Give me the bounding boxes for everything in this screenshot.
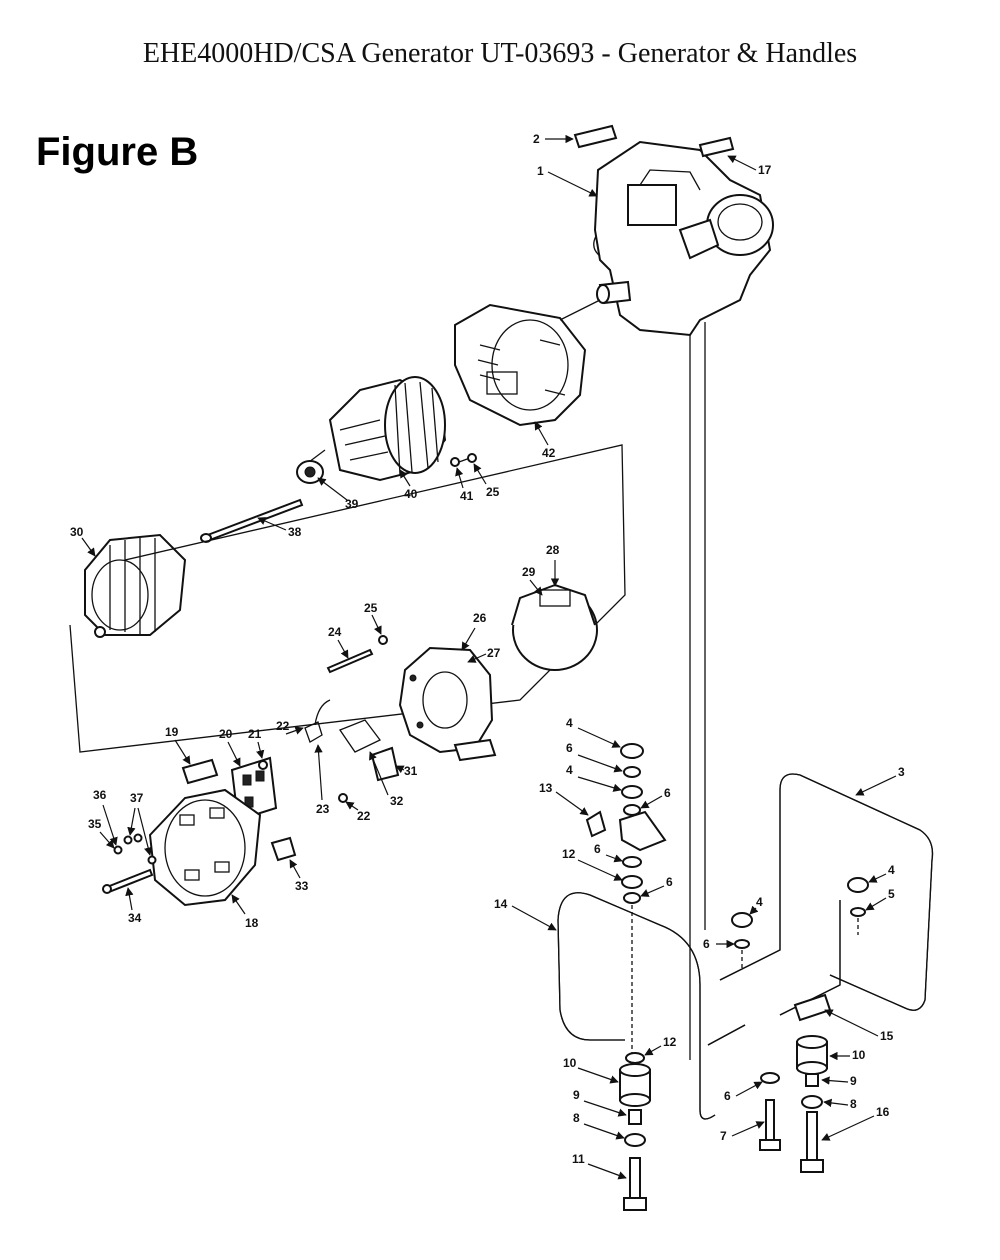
callout-22b: 22 [357, 809, 371, 823]
callout-4c: 4 [888, 863, 895, 877]
brush-bracket-32 [339, 719, 381, 753]
through-bolt-38 [200, 498, 304, 543]
callout-24: 24 [328, 625, 342, 639]
callout-1: 1 [537, 164, 544, 178]
stator-30 [84, 533, 187, 638]
callout-10a: 10 [563, 1056, 577, 1070]
callout-4a: 4 [566, 716, 573, 730]
callout-31: 31 [404, 764, 418, 778]
callout-6f: 6 [724, 1089, 731, 1103]
mount-lower-left [619, 1052, 651, 1211]
washer-25-lower [378, 635, 388, 645]
mount-lower-right [796, 1035, 828, 1173]
callout-35: 35 [88, 817, 102, 831]
callout-9b: 9 [850, 1074, 857, 1088]
band-28 [511, 583, 598, 671]
wire-22-23 [304, 699, 348, 803]
callout-25b: 25 [364, 601, 378, 615]
callout-16: 16 [876, 1105, 890, 1119]
callout-37: 37 [130, 791, 144, 805]
mount-stack-upper [585, 743, 667, 1070]
callout-6a: 6 [566, 741, 573, 755]
callout-27: 27 [487, 646, 501, 660]
callout-9a: 9 [573, 1088, 580, 1102]
callout-4b: 4 [566, 763, 573, 777]
callout-28: 28 [546, 543, 560, 557]
callout-3: 3 [898, 765, 905, 779]
callout-29: 29 [522, 565, 536, 579]
callout-6e: 6 [703, 937, 710, 951]
handle-hardware-right [731, 877, 869, 970]
screw-24 [326, 648, 374, 674]
callout-4d: 4 [756, 895, 763, 909]
rotor-40 [304, 376, 447, 482]
bolt-7-washer-6 [759, 1072, 781, 1151]
bearing-39 [296, 460, 324, 484]
callout-19: 19 [165, 725, 179, 739]
callout-17: 17 [758, 163, 772, 177]
callout-labels: 2 1 17 42 40 39 41 25 38 30 28 29 25 24 … [70, 132, 905, 1180]
callout-40: 40 [404, 487, 418, 501]
label-19 [181, 758, 219, 785]
callout-23: 23 [316, 802, 330, 816]
callout-8a: 8 [573, 1111, 580, 1125]
callout-26: 26 [473, 611, 487, 625]
callout-5: 5 [888, 887, 895, 901]
callout-11: 11 [572, 1152, 585, 1166]
adapter-housing-42 [454, 299, 601, 427]
endcap-18 [148, 788, 262, 907]
callout-34: 34 [128, 911, 142, 925]
callout-32: 32 [390, 794, 404, 808]
callout-13: 13 [539, 781, 553, 795]
engine-assembly [593, 140, 774, 1060]
callout-12a: 12 [562, 847, 576, 861]
handle-3 [719, 773, 934, 1022]
callout-14: 14 [494, 897, 508, 911]
callout-42: 42 [542, 446, 556, 460]
callout-6c: 6 [594, 842, 601, 856]
screw-35-36-37 [113, 833, 157, 865]
callout-22a: 22 [276, 719, 290, 733]
callout-6b: 6 [664, 786, 671, 800]
callout-7: 7 [720, 1129, 727, 1143]
callout-18: 18 [245, 916, 259, 930]
clamp-33 [270, 836, 297, 862]
callout-12b: 12 [663, 1035, 677, 1049]
brush-holder-31 [370, 746, 400, 782]
callout-36: 36 [93, 788, 107, 802]
bolt-34 [102, 868, 154, 894]
callout-25: 25 [486, 485, 500, 499]
callout-6d: 6 [666, 875, 673, 889]
callout-2: 2 [533, 132, 540, 146]
handle-14 [557, 892, 746, 1120]
decal-17 [698, 136, 735, 158]
callout-41: 41 [460, 489, 474, 503]
callout-39: 39 [345, 497, 359, 511]
callout-33: 33 [295, 879, 309, 893]
callout-30: 30 [70, 525, 84, 539]
callout-8b: 8 [850, 1097, 857, 1111]
callout-20: 20 [219, 727, 233, 741]
endbell-26 [398, 646, 497, 762]
screw-21 [258, 760, 268, 770]
washer-25-upper [467, 453, 477, 463]
decal-2 [573, 124, 618, 149]
page-title: EHE4000HD/CSA Generator UT-03693 - Gener… [142, 38, 858, 69]
callout-10b: 10 [852, 1048, 866, 1062]
figure-label: Figure B [36, 130, 199, 174]
callout-21: 21 [248, 727, 262, 741]
callout-38: 38 [288, 525, 302, 539]
callout-15: 15 [880, 1029, 894, 1043]
